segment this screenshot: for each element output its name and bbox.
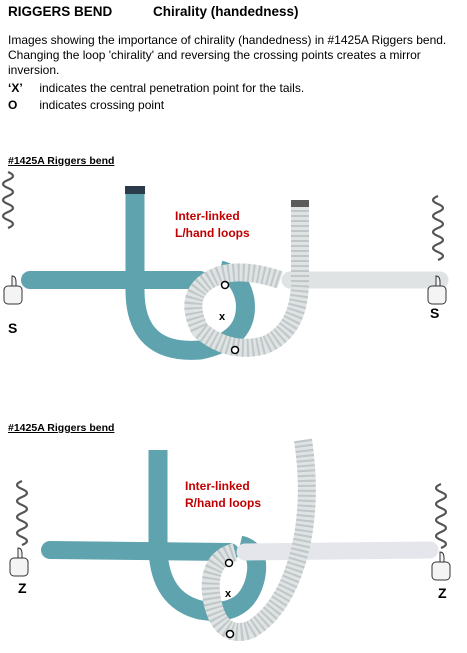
white-rope-loop xyxy=(201,438,316,641)
spiral-arrow-icon xyxy=(1,170,15,230)
figure2-label-line2: R/hand loops xyxy=(185,496,261,510)
legend-x-desc: indicates the central penetration point … xyxy=(39,81,305,95)
figure2-label-line1: Inter-linked xyxy=(185,479,250,493)
legend-x-row: ‘X’ indicates the central penetration po… xyxy=(8,80,304,96)
crossing-point-icon xyxy=(220,280,230,290)
doc-title: RIGGERS BEND xyxy=(8,4,113,19)
figure2-rope-diagram xyxy=(9,438,451,641)
legend-x-symbol: ‘X’ xyxy=(8,81,23,95)
figure1-label-line2: L/hand loops xyxy=(175,226,250,240)
spiral-arrow-icon xyxy=(431,194,445,262)
thumbs-up-icon xyxy=(9,547,29,577)
figure2-center-mark: x xyxy=(225,588,232,600)
spiral-arrow-icon xyxy=(434,482,448,550)
figure1-rope-diagram xyxy=(1,170,449,360)
legend-o-row: O indicates crossing point xyxy=(8,97,164,113)
white-rope-loop-curve xyxy=(184,205,309,357)
thumbs-up-icon xyxy=(427,275,447,305)
legend-o-desc: indicates crossing point xyxy=(39,98,165,112)
figure1-left-letter: S xyxy=(8,320,18,336)
figure1-center-mark: x xyxy=(219,311,226,323)
figure2-section-title: #1425A Riggers bend xyxy=(8,422,115,434)
figure1-right-letter: S xyxy=(430,305,440,321)
white-rope-standing xyxy=(236,541,439,561)
crossing-point-icon xyxy=(230,345,240,355)
figure2-left-letter: Z xyxy=(18,580,27,596)
figure1-label: Inter-linked L/hand loops xyxy=(175,208,250,242)
doc-subtitle: Chirality (handedness) xyxy=(153,4,299,19)
teal-rope-standing xyxy=(41,541,239,561)
thumbs-up-icon xyxy=(3,275,23,305)
crossing-point-icon xyxy=(225,629,235,639)
spiral-arrow-icon xyxy=(15,479,29,547)
crossing-point-icon xyxy=(224,558,234,568)
intro-text: Images showing the importance of chirali… xyxy=(8,33,447,77)
thumbs-up-icon xyxy=(431,551,451,581)
legend-o-symbol: O xyxy=(8,98,18,112)
figure2-right-letter: Z xyxy=(438,585,447,601)
figure1-label-line1: Inter-linked xyxy=(175,209,240,223)
figure2-label: Inter-linked R/hand loops xyxy=(185,478,261,512)
figure1-section-title: #1425A Riggers bend xyxy=(8,155,115,167)
